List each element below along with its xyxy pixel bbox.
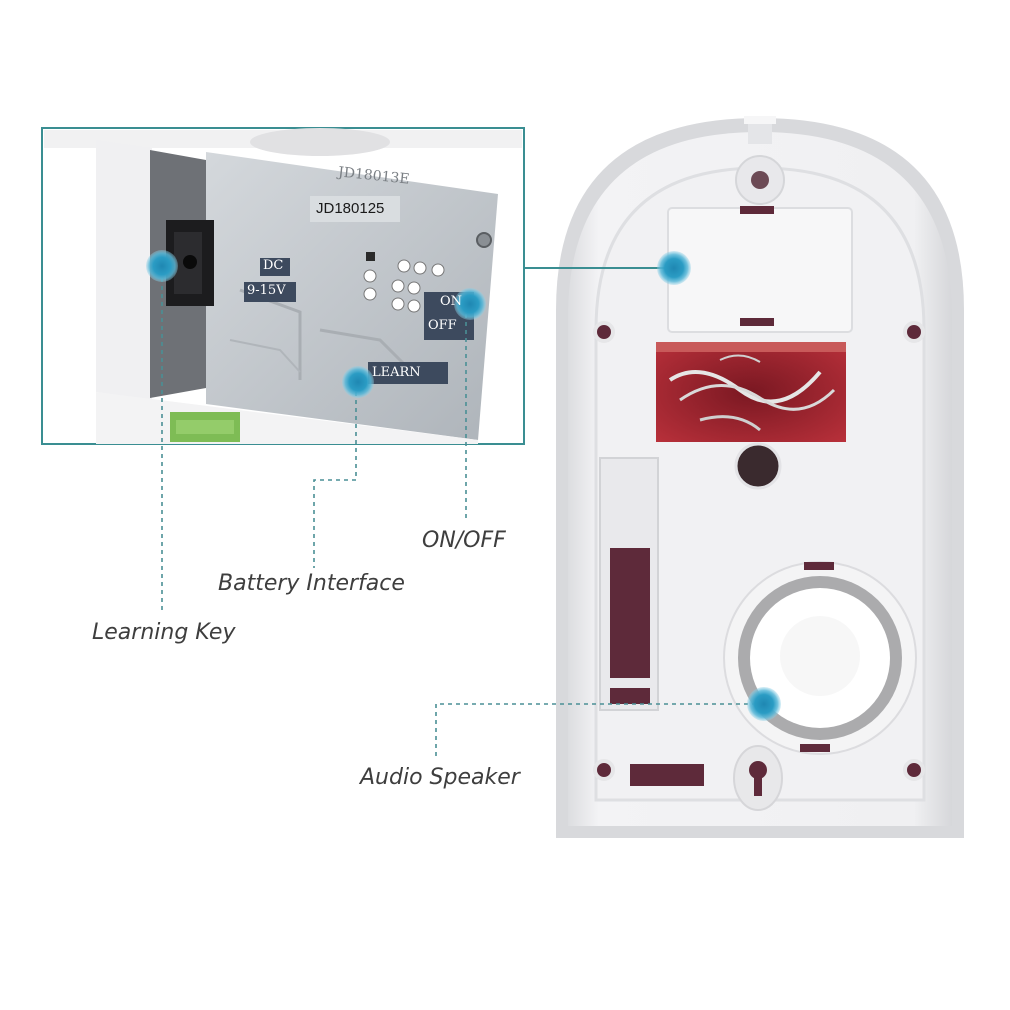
callout-audio-speaker: Audio Speaker [360,765,520,790]
hotspot-dot-icon [146,250,781,721]
pcb-dc-label: DC [263,258,284,273]
pcb-serial: JD180125 [316,200,385,217]
callout-battery-interface: Battery Interface [218,571,405,596]
pcb-inset [41,127,525,445]
pcb-off-label: OFF [428,318,457,333]
audio-speaker [723,561,917,755]
bottom-slot [630,764,704,786]
pcb-voltage-label: 9-15V [247,283,286,298]
cable-hole [734,442,782,490]
screw-hole-icon [735,155,785,205]
pcb-learn-label: LEARN [372,365,421,380]
keyhole-icon [733,745,783,811]
wire-cavity [656,342,846,442]
callout-on-off: ON/OFF [422,528,506,553]
leader-lines [161,270,764,760]
battery-door [667,206,853,333]
pcb-on-label: ON [440,294,463,309]
tamper-slot [599,457,659,711]
screw-hole-icon [593,321,925,781]
callout-learning-key: Learning Key [92,620,236,645]
